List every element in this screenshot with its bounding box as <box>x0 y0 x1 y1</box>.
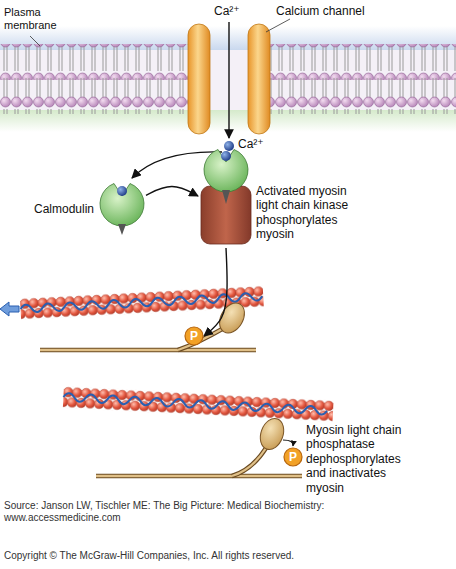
node-outline <box>98 178 146 236</box>
myosin-filament <box>40 348 256 353</box>
kinase-complex: Activated myosin light chain kinase phos… <box>198 144 254 248</box>
node-outline <box>198 144 254 248</box>
ion-label: Ca²⁺ <box>214 4 254 18</box>
movement-arrow <box>0 302 19 316</box>
leader-line <box>266 19 290 32</box>
myosin-filament <box>96 474 302 479</box>
phosphate-label: P <box>283 447 303 467</box>
myosin-filament <box>96 475 302 477</box>
myosin-head <box>256 415 288 453</box>
ion-label: Ca²⁺ <box>238 137 278 151</box>
myosin-head <box>214 299 249 338</box>
actin-filament <box>63 386 334 422</box>
kinase-label: Activated myosin light chain kinase phos… <box>256 184 366 242</box>
lipid-layer <box>270 44 456 80</box>
channel-subunit <box>188 24 210 134</box>
source-note: Source: Janson LW, Tischler ME: The Big … <box>4 500 384 524</box>
lipid-layer <box>270 78 456 114</box>
leader-line <box>30 36 40 46</box>
part-label: Calcium channel <box>276 4 406 18</box>
myosin-filament <box>40 349 256 351</box>
protein-label: Calmodulin <box>14 202 94 216</box>
reaction-arrow <box>146 187 198 196</box>
lipid-layer <box>0 78 188 114</box>
myosin-neck <box>232 448 266 476</box>
reaction-arrow <box>204 248 227 336</box>
lipid-layer <box>0 44 188 80</box>
myosin-neck <box>178 328 224 350</box>
process-note: Myosin light chain phosphatase dephospho… <box>306 423 416 495</box>
calcium-ion <box>224 141 234 151</box>
phosphate-group: P <box>184 326 204 346</box>
calmodulin-protein: Calmodulin <box>98 178 146 236</box>
phosphate-group: P <box>283 447 303 467</box>
part-label: Plasma membrane <box>4 6 66 32</box>
channel-subunit <box>248 24 270 134</box>
phosphate-label: P <box>184 326 204 346</box>
myosin-neck <box>178 328 224 350</box>
myosin-neck <box>232 448 266 476</box>
influx-arrow <box>228 22 229 138</box>
release-arrow <box>283 440 293 446</box>
copyright-note: Copyright © The McGraw-Hill Companies, I… <box>4 550 444 562</box>
